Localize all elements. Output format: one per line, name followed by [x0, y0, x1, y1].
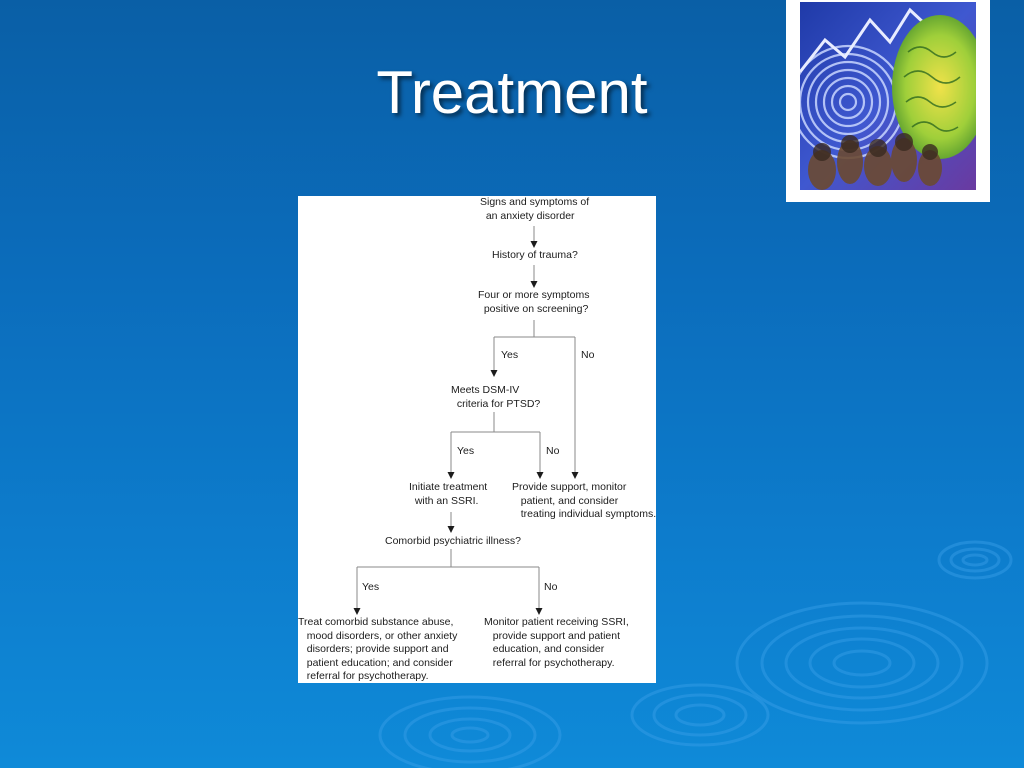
node-screening: Four or more symptoms positive on screen… — [478, 289, 590, 315]
slide-title: Treatment — [376, 59, 648, 126]
node-signs-symptoms: Signs and symptoms of an anxiety disorde… — [480, 196, 590, 222]
label-comorbid-yes: Yes — [362, 581, 380, 593]
node-dsm-criteria: Meets DSM-IV criteria for PTSD? — [451, 384, 541, 410]
ptsd-treatment-flowchart: Signs and symptoms of an anxiety disorde… — [298, 196, 656, 683]
node-provide-support: Provide support, monitor patient, and co… — [512, 481, 657, 520]
node-treat-comorbid: Treat comorbid substance abuse, mood dis… — [298, 616, 458, 682]
label-dsm-no: No — [546, 445, 560, 457]
node-monitor-patient: Monitor patient receiving SSRI, provide … — [484, 616, 629, 669]
brain-spiral-image — [786, 0, 990, 202]
node-history-of-trauma: History of trauma? — [492, 249, 578, 261]
label-screening-no: No — [581, 349, 595, 361]
node-comorbid-illness: Comorbid psychiatric illness? — [385, 535, 521, 547]
label-comorbid-no: No — [544, 581, 558, 593]
label-dsm-yes: Yes — [457, 445, 475, 457]
node-initiate-ssri: Initiate treatment with an SSRI. — [409, 481, 488, 507]
label-screening-yes: Yes — [501, 349, 519, 361]
